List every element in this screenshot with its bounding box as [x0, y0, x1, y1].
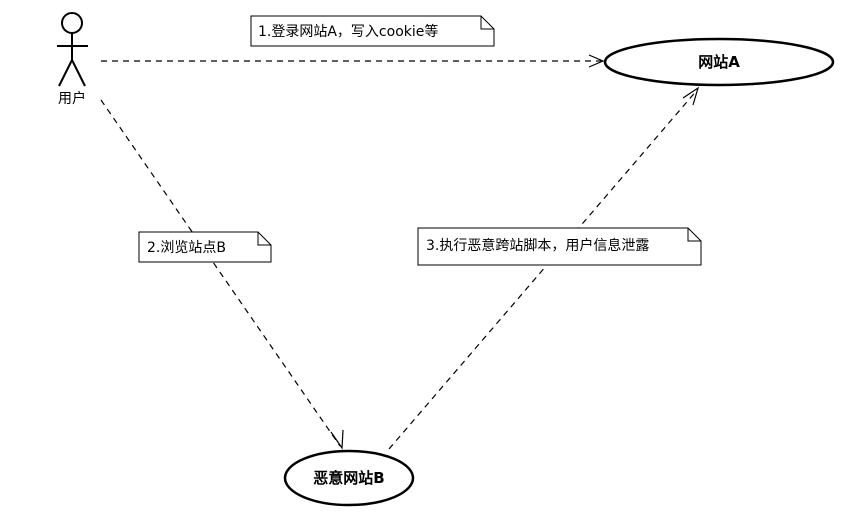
arrow-user-to-site-a [101, 54, 605, 68]
note-step-3: 3.执行恶意跨站脚本，用户信息泄露 [417, 227, 702, 266]
site-a-label: 网站A [698, 53, 740, 71]
note-step-2: 2.浏览站点B [138, 231, 272, 263]
site-a-node: 网站A [603, 37, 835, 87]
site-b-label: 恶意网站B [313, 469, 384, 487]
user-actor-icon [57, 12, 88, 87]
note-step-2-text: 2.浏览站点B [147, 240, 226, 256]
note-step-1-text: 1.登录网站A，写入cookie等 [258, 23, 438, 40]
arrow-user-to-site-b [100, 99, 344, 450]
site-a-ellipse [603, 37, 835, 87]
note-step-3-text: 3.执行恶意跨站脚本，用户信息泄露 [426, 237, 649, 254]
site-b-node: 恶意网站B [283, 449, 415, 507]
user-actor: 用户 [57, 12, 88, 107]
arrow-site-b-to-site-a [388, 86, 700, 450]
user-label: 用户 [58, 90, 86, 107]
site-b-ellipse [283, 449, 415, 507]
note-step-1: 1.登录网站A，写入cookie等 [250, 15, 495, 47]
